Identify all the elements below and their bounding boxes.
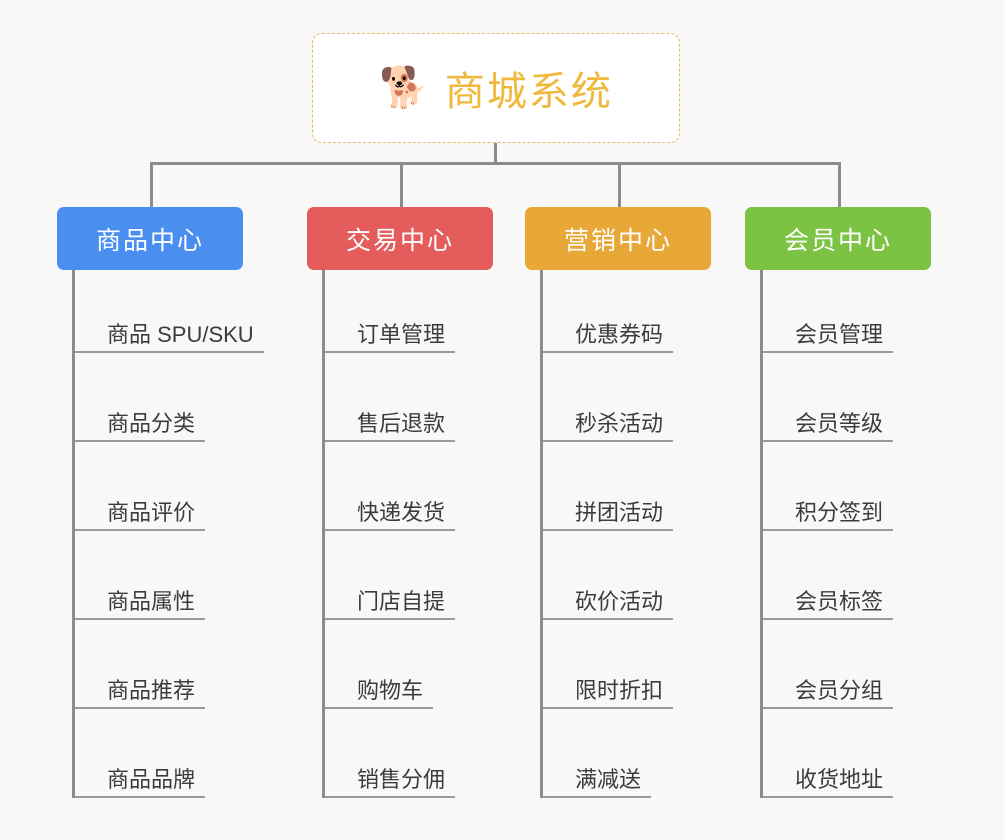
list-item[interactable]: 订单管理: [325, 270, 455, 353]
leaf-label: 砍价活动: [575, 588, 664, 614]
list-item[interactable]: 购物车: [325, 620, 433, 709]
leaf-label: 秒杀活动: [575, 410, 664, 436]
category-header-marketing-center[interactable]: 营销中心: [525, 207, 711, 270]
list-item[interactable]: 门店自提: [325, 531, 455, 620]
root-node-title: 商城系统: [444, 70, 613, 114]
leaf-label: 限时折扣: [575, 677, 664, 703]
leaf-label: 商品属性: [107, 588, 196, 614]
leaf-label: 会员标签: [795, 588, 884, 614]
connector-drop-product-center: [150, 162, 153, 207]
leaf-label: 商品分类: [107, 410, 196, 436]
list-item[interactable]: 会员等级: [763, 353, 893, 442]
leaf-label: 商品推荐: [107, 677, 196, 703]
category-header-product-center[interactable]: 商品中心: [57, 207, 243, 270]
leaf-label: 商品 SPU/SKU: [107, 321, 254, 347]
column-marketing-center: 营销中心 优惠券码 秒杀活动 拼团活动 砍价活动 限时折扣 满减送: [525, 207, 755, 798]
leaf-label: 销售分佣: [357, 766, 446, 792]
column-trade-center: 交易中心 订单管理 售后退款 快递发货 门店自提 购物车 销售分佣: [307, 207, 537, 798]
list-item[interactable]: 拼团活动: [543, 442, 673, 531]
list-item[interactable]: 满减送: [543, 709, 651, 798]
list-item[interactable]: 优惠券码: [543, 270, 673, 353]
leaf-label: 售后退款: [357, 410, 446, 436]
connector-drop-trade-center: [400, 162, 403, 207]
category-title: 交易中心: [345, 226, 454, 255]
leaf-label: 会员分组: [795, 677, 884, 703]
branch-member-center: 会员管理 会员等级 积分签到 会员标签 会员分组 收货地址: [760, 270, 975, 798]
list-item[interactable]: 商品分类: [75, 353, 205, 442]
list-item[interactable]: 限时折扣: [543, 620, 673, 709]
list-item[interactable]: 商品评价: [75, 442, 205, 531]
list-item[interactable]: 商品品牌: [75, 709, 205, 798]
leaf-label: 商品评价: [107, 499, 196, 525]
branch-trade-center: 订单管理 售后退款 快递发货 门店自提 购物车 销售分佣: [322, 270, 537, 798]
list-item[interactable]: 砍价活动: [543, 531, 673, 620]
leaf-label: 会员管理: [795, 321, 884, 347]
leaf-label: 满减送: [575, 766, 642, 792]
leaf-label: 快递发货: [357, 499, 446, 525]
list-item[interactable]: 会员分组: [763, 620, 893, 709]
list-item[interactable]: 售后退款: [325, 353, 455, 442]
list-item[interactable]: 积分签到: [763, 442, 893, 531]
leaf-label: 优惠券码: [575, 321, 664, 347]
column-member-center: 会员中心 会员管理 会员等级 积分签到 会员标签 会员分组 收货地址: [745, 207, 975, 798]
list-item[interactable]: 商品 SPU/SKU: [75, 270, 264, 353]
list-item[interactable]: 会员标签: [763, 531, 893, 620]
list-item[interactable]: 秒杀活动: [543, 353, 673, 442]
category-title: 商品中心: [95, 226, 204, 255]
category-title: 会员中心: [783, 226, 892, 255]
leaf-label: 拼团活动: [575, 499, 664, 525]
list-item[interactable]: 会员管理: [763, 270, 893, 353]
root-node-shop-system[interactable]: 🐕 商城系统: [312, 33, 680, 143]
leaf-label: 商品品牌: [107, 766, 196, 792]
connector-root-stem: [494, 143, 497, 164]
list-item[interactable]: 快递发货: [325, 442, 455, 531]
leaf-label: 会员等级: [795, 410, 884, 436]
category-header-trade-center[interactable]: 交易中心: [307, 207, 493, 270]
leaf-label: 购物车: [357, 677, 424, 703]
list-item[interactable]: 收货地址: [763, 709, 893, 798]
connector-drop-member-center: [838, 162, 841, 207]
connector-drop-marketing-center: [618, 162, 621, 207]
column-product-center: 商品中心 商品 SPU/SKU 商品分类 商品评价 商品属性 商品推荐 商品品牌: [57, 207, 287, 798]
category-header-member-center[interactable]: 会员中心: [745, 207, 931, 270]
branch-marketing-center: 优惠券码 秒杀活动 拼团活动 砍价活动 限时折扣 满减送: [540, 270, 755, 798]
connector-horizontal-bus: [150, 162, 841, 165]
list-item[interactable]: 商品属性: [75, 531, 205, 620]
list-item[interactable]: 销售分佣: [325, 709, 455, 798]
leaf-label: 收货地址: [795, 766, 884, 792]
leaf-label: 订单管理: [357, 321, 446, 347]
category-title: 营销中心: [563, 226, 672, 255]
shiba-dog-icon: 🐕: [379, 66, 429, 110]
list-item[interactable]: 商品推荐: [75, 620, 205, 709]
leaf-label: 门店自提: [357, 588, 446, 614]
branch-product-center: 商品 SPU/SKU 商品分类 商品评价 商品属性 商品推荐 商品品牌: [72, 270, 287, 798]
leaf-label: 积分签到: [795, 499, 884, 525]
